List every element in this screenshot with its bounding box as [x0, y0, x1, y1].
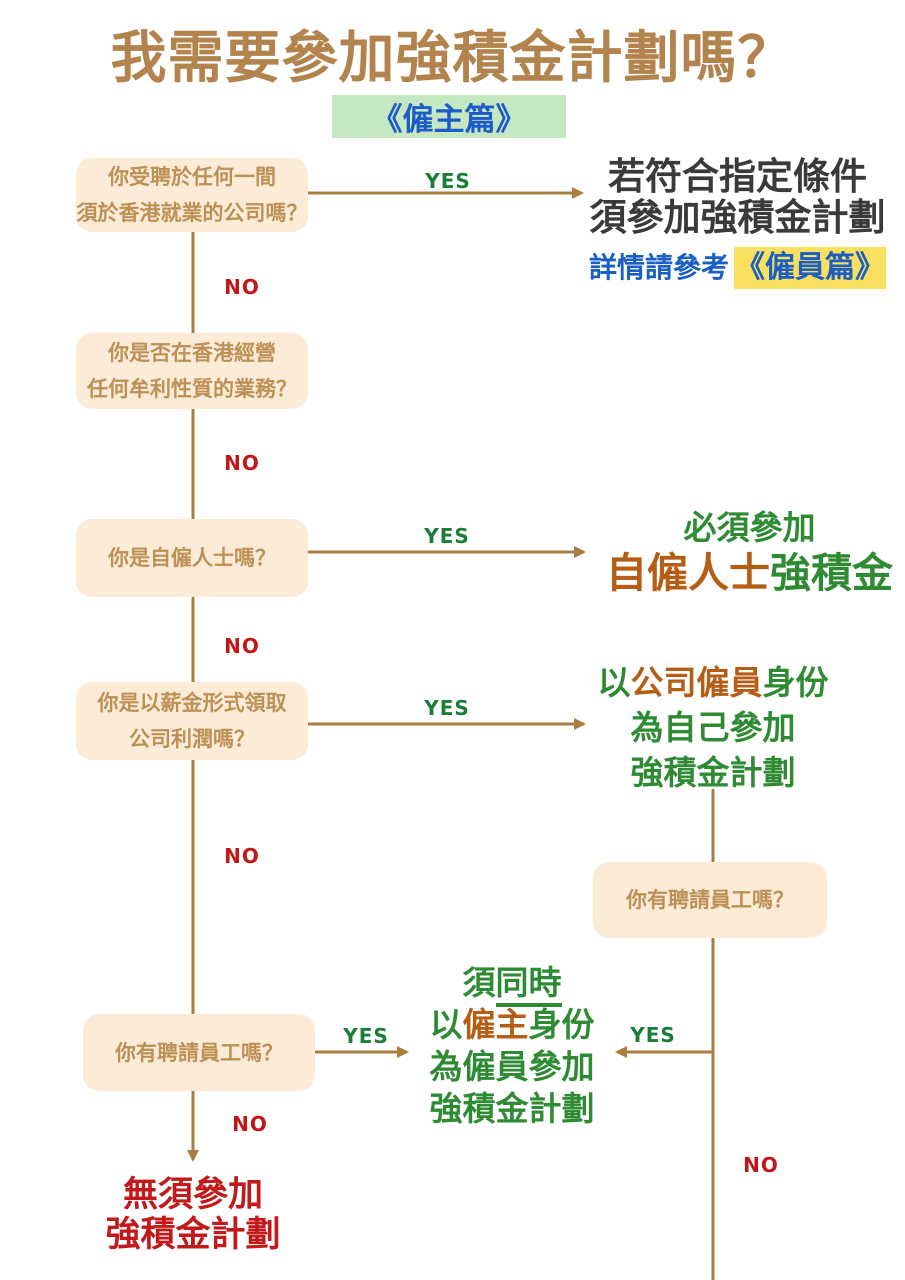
result-employer-duty: 須同時 以僱主身份 為僱員參加 強積金計劃 — [402, 962, 622, 1130]
result-line: 自僱人士強積金 — [597, 549, 902, 597]
result-line: 若符合指定條件 — [608, 155, 867, 198]
result-text: 強積金 — [770, 549, 893, 597]
question-line: 任何牟利性質的業務？ — [87, 377, 297, 401]
result-line: 須參加強積金計劃 — [589, 196, 886, 239]
result-text: 以 — [429, 1005, 463, 1044]
no-label-q2: NO — [224, 451, 260, 475]
question-line: 你受聘於任何一間 — [108, 165, 276, 189]
question-line: 須於香港就業的公司嗎？ — [76, 201, 308, 225]
no-label-q4: NO — [224, 844, 260, 868]
result-line: 以公司僱員身份 — [583, 660, 843, 705]
edition-badge: 《僱主篇》 — [332, 95, 566, 138]
yes-label-q5-left: YES — [343, 1024, 389, 1048]
page-title: 我需要參加強積金計劃嗎？ — [110, 26, 795, 91]
result-employee-scheme: 若符合指定條件 須參加強積金計劃 詳情請參考《僱員篇》 — [585, 156, 890, 289]
result-text: 身份 — [762, 663, 829, 702]
yes-label-q3: YES — [424, 524, 470, 548]
no-label-q5-right: NO — [743, 1153, 779, 1177]
accent-text: 公司僱員 — [630, 663, 763, 702]
result-line: 必須參加 — [683, 508, 816, 547]
question-line: 公司利潤嗎？ — [129, 727, 255, 751]
result-line: 為自己參加 — [630, 708, 796, 747]
no-label-q5-left: NO — [232, 1112, 268, 1136]
note-text: 詳情請參考 — [588, 251, 729, 284]
result-line: 須同時 — [402, 962, 622, 1007]
question-line: 你是自僱人士嗎？ — [108, 546, 276, 570]
question-line: 你是以薪金形式領取 — [97, 691, 287, 715]
result-note: 詳情請參考《僱員篇》 — [585, 247, 890, 289]
no-label-q3: NO — [224, 634, 260, 658]
result-line: 強積金計劃 — [105, 1215, 281, 1255]
result-line: 以僱主身份 — [402, 1004, 622, 1046]
result-line: 為僱員參加 — [429, 1047, 595, 1086]
question-box-salary-from-profit: 你是以薪金形式領取 公司利潤嗎？ — [76, 682, 308, 760]
result-line: 強積金計劃 — [429, 1089, 595, 1128]
question-box-hire-staff-right: 你有聘請員工嗎？ — [593, 862, 827, 938]
question-line: 你有聘請員工嗎？ — [626, 888, 794, 912]
result-line: 強積金計劃 — [630, 753, 796, 792]
question-box-hire-staff-left: 你有聘請員工嗎？ — [83, 1014, 315, 1091]
result-text: 以 — [597, 663, 631, 702]
accent-text: 自僱人士 — [606, 549, 770, 597]
underlined-text: 同時 — [495, 963, 562, 1007]
question-box-employed-in-hk-company: 你受聘於任何一間 須於香港就業的公司嗎？ — [76, 158, 308, 232]
yes-label-q4: YES — [424, 696, 470, 720]
result-company-employee: 以公司僱員身份 為自己參加 強積金計劃 — [583, 660, 843, 795]
question-box-self-employed: 你是自僱人士嗎？ — [76, 519, 308, 597]
result-line: 無須參加 — [122, 1175, 263, 1215]
question-line: 你有聘請員工嗎？ — [115, 1040, 283, 1065]
result-self-employed: 必須參加 自僱人士強積金 — [597, 507, 902, 597]
yes-label-q5-right: YES — [630, 1023, 676, 1047]
result-not-required: 無須參加 強積金計劃 — [83, 1175, 303, 1255]
result-text: 須 — [462, 963, 496, 1002]
accent-text: 僱主 — [462, 1005, 529, 1044]
question-box-run-profit-business: 你是否在香港經營 任何牟利性質的業務？ — [76, 333, 308, 409]
yes-label-q1: YES — [425, 169, 471, 193]
no-label-q1: NO — [224, 275, 260, 299]
employee-edition-badge: 《僱員篇》 — [734, 247, 886, 289]
question-line: 你是否在香港經營 — [108, 341, 276, 365]
result-text: 身份 — [528, 1005, 595, 1044]
